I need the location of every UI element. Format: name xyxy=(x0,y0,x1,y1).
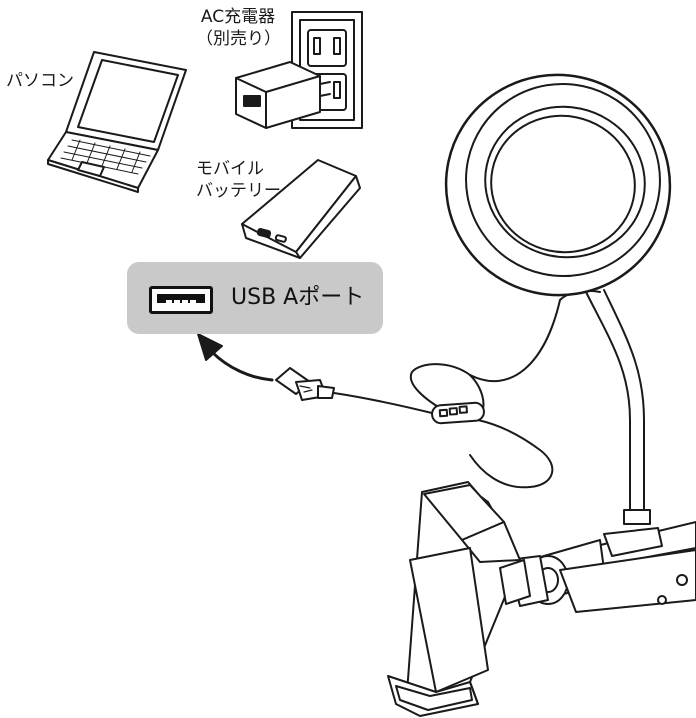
usb-port-callout: USB Aポート xyxy=(127,262,383,334)
connection-arrow xyxy=(198,334,272,380)
stand-body-illustration xyxy=(508,522,696,612)
ac-charger-label-line2: （別売り） xyxy=(196,28,280,50)
ac-charger-label: AC充電器 （別売り） xyxy=(196,6,280,50)
pc-label: パソコン xyxy=(6,70,74,92)
mobile-battery-label-line1: モバイル xyxy=(196,158,281,180)
ring-light-illustration xyxy=(426,54,691,316)
mobile-battery-label: モバイル バッテリー xyxy=(196,158,281,202)
phone-holder-illustration xyxy=(388,482,530,716)
usb-port-icon xyxy=(149,286,213,314)
ac-charger-label-line1: AC充電器 xyxy=(196,6,280,28)
gooseneck-arm xyxy=(586,290,650,524)
usb-plug-illustration xyxy=(276,368,334,400)
usb-port-label: USB Aポート xyxy=(231,284,364,312)
inline-controller-illustration xyxy=(431,402,484,424)
mobile-battery-label-line2: バッテリー xyxy=(196,180,281,202)
